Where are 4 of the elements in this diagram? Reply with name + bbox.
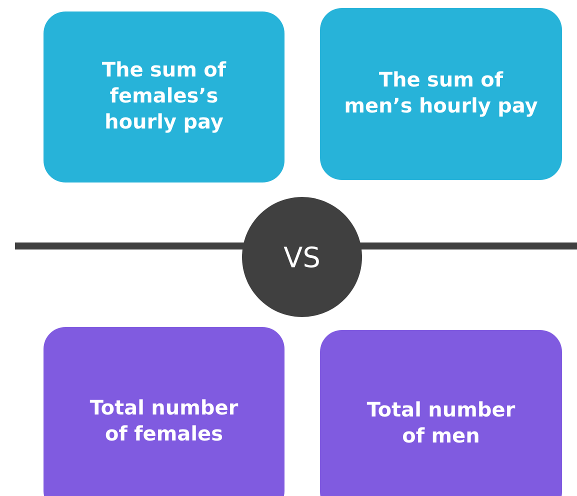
rounded-box: The sum of females’s hourly pay xyxy=(44,12,284,182)
rounded-box: Total number of females xyxy=(44,327,284,496)
rounded-box: Total number of men xyxy=(320,330,562,496)
rounded-box: The sum of men’s hourly pay xyxy=(320,8,562,180)
